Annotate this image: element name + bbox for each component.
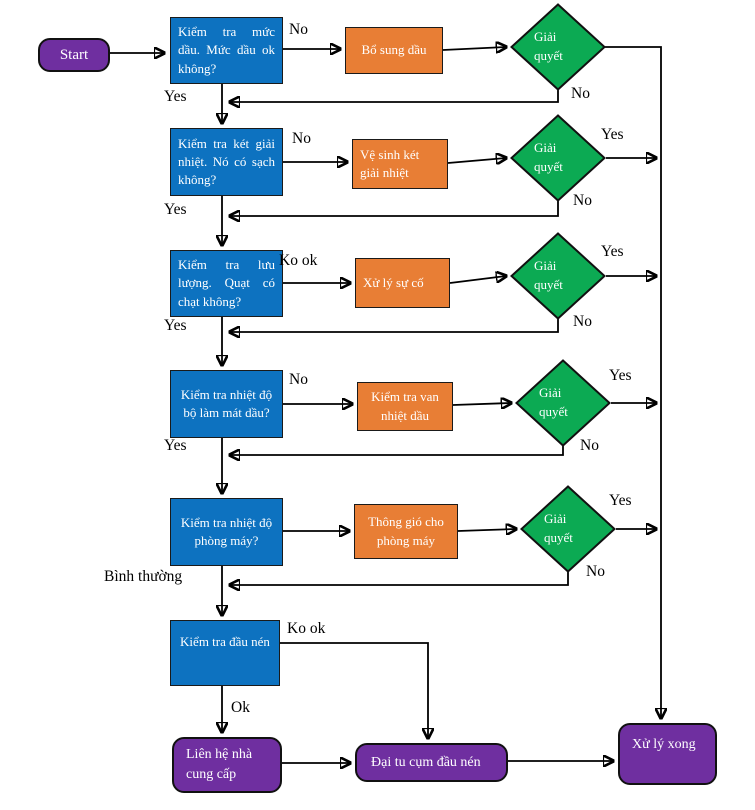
edge-label-row5-binh-thuong: Bình thường — [104, 568, 183, 585]
node-contact-supplier: Liên hệ nhà cung cấp — [172, 737, 282, 793]
node-add-oil: Bổ sung dầu — [345, 27, 443, 74]
edge-act5-decide5 — [457, 529, 516, 531]
edge-check6-kook-overhaul — [280, 642, 428, 738]
edge-decide1-no-loop — [230, 90, 559, 102]
edge-label-row6-kook: Ko ok — [287, 620, 326, 637]
edge-label-row2-decide-no: No — [573, 192, 592, 209]
node-check-flow-fan: Kiểm tra lưu lượng. Quạt có chạt không? — [170, 250, 283, 317]
edge-label-row5-rail-yes: Yes — [609, 492, 632, 509]
node-check-oil-thermo-valve: Kiểm tra van nhiệt dầu — [357, 382, 453, 431]
node-done: Xử lý xong — [618, 723, 717, 785]
flow-edges — [110, 47, 661, 763]
node-check-room-temp-label: Kiểm tra nhiệt độ phòng máy? — [180, 514, 273, 548]
node-done-label: Xử lý xong — [632, 737, 696, 752]
edge-decide5-no-loop — [230, 572, 569, 585]
node-start-label: Start — [59, 46, 89, 63]
node-ventilate-room: Thông gió cho phòng máy — [354, 504, 458, 559]
node-check-compressor-head: Kiểm tra đầu nén — [170, 620, 280, 686]
edge-label-row5-decide-no: No — [586, 563, 605, 580]
node-resolve-2-label: Giải quyết — [534, 140, 563, 174]
node-resolve-5-label: Giải quyết — [544, 511, 573, 545]
node-check-oil-level: Kiểm tra mức dầu. Mức dầu ok không? — [170, 17, 283, 84]
diamond-shape — [520, 485, 616, 573]
edge-label-row6-ok: Ok — [231, 699, 250, 716]
edge-label-row4-no: No — [289, 371, 308, 388]
node-contact-supplier-label: Liên hệ nhà cung cấp — [186, 747, 253, 782]
diamond-shape — [510, 3, 606, 91]
edge-label-row1-decide-no: No — [571, 85, 590, 102]
edge-label-row4-decide-no: No — [580, 437, 599, 454]
edge-label-row1-no: No — [289, 21, 308, 38]
edge-label-row2-rail-yes: Yes — [601, 126, 624, 143]
edge-decide2-no-loop — [230, 201, 559, 216]
edge-label-row1-yes: Yes — [164, 88, 187, 105]
node-resolve-4: Giải quyết — [515, 359, 611, 447]
node-check-oil-cooler-temp: Kiểm tra nhiệt độ bộ làm mát dầu? — [170, 370, 283, 438]
edge-label-row3-kook: Ko ok — [279, 252, 318, 269]
edge-decide3-no-loop — [230, 319, 559, 332]
node-check-room-temp: Kiểm tra nhiệt độ phòng máy? — [170, 498, 283, 566]
node-resolve-2: Giải quyết — [510, 114, 606, 202]
node-check-compressor-head-label: Kiểm tra đầu nén — [180, 634, 270, 649]
node-check-radiator-label: Kiểm tra két giải nhiệt. Nó có sạch khôn… — [178, 135, 275, 188]
node-add-oil-label: Bổ sung dầu — [361, 42, 427, 58]
node-check-oil-level-label: Kiểm tra mức dầu. Mức dầu ok không? — [178, 24, 275, 76]
edge-label-row4-rail-yes: Yes — [609, 367, 632, 384]
node-overhaul-compressor: Đại tu cụm đầu nén — [355, 743, 508, 782]
edge-act2-decide2 — [447, 158, 506, 163]
node-start: Start — [38, 38, 110, 72]
node-fix-issue: Xử lý sự cố — [355, 258, 450, 308]
node-resolve-1: Giải quyết — [510, 3, 606, 91]
node-clean-radiator: Vệ sinh két giải nhiệt — [352, 139, 448, 189]
edge-act3-decide3 — [449, 276, 506, 284]
node-ventilate-room-label: Thông gió cho phòng máy — [368, 514, 444, 548]
node-check-oil-cooler-temp-label: Kiểm tra nhiệt độ bộ làm mát dầu? — [180, 386, 273, 420]
node-resolve-3-label: Giải quyết — [534, 258, 563, 292]
edge-act1-decide1 — [442, 47, 506, 50]
node-resolve-5: Giải quyết — [520, 485, 616, 573]
diamond-shape — [510, 232, 606, 320]
node-clean-radiator-label: Vệ sinh két giải nhiệt — [360, 146, 420, 180]
diamond-shape — [515, 359, 611, 447]
node-fix-issue-label: Xử lý sự cố — [363, 274, 424, 290]
edge-rail-to-done — [605, 46, 661, 718]
edge-label-row3-rail-yes: Yes — [601, 243, 624, 260]
node-check-oil-thermo-valve-label: Kiểm tra van nhiệt dầu — [371, 389, 439, 423]
edge-label-row3-yes: Yes — [164, 317, 187, 334]
edge-label-row2-yes: Yes — [164, 201, 187, 218]
edge-label-row2-no: No — [292, 130, 311, 147]
node-resolve-1-label: Giải quyết — [534, 29, 563, 63]
diamond-shape — [510, 114, 606, 202]
node-overhaul-compressor-label: Đại tu cụm đầu nén — [371, 754, 481, 770]
node-resolve-3: Giải quyết — [510, 232, 606, 320]
edge-label-row3-decide-no: No — [573, 313, 592, 330]
edge-decide4-no-loop — [230, 446, 564, 455]
node-resolve-4-label: Giải quyết — [539, 385, 568, 419]
edge-act4-decide4 — [452, 403, 511, 405]
node-check-flow-fan-label: Kiểm tra lưu lượng. Quạt có chạt không? — [178, 257, 275, 309]
edge-label-row4-yes: Yes — [164, 437, 187, 454]
node-check-radiator: Kiểm tra két giải nhiệt. Nó có sạch khôn… — [170, 128, 283, 196]
